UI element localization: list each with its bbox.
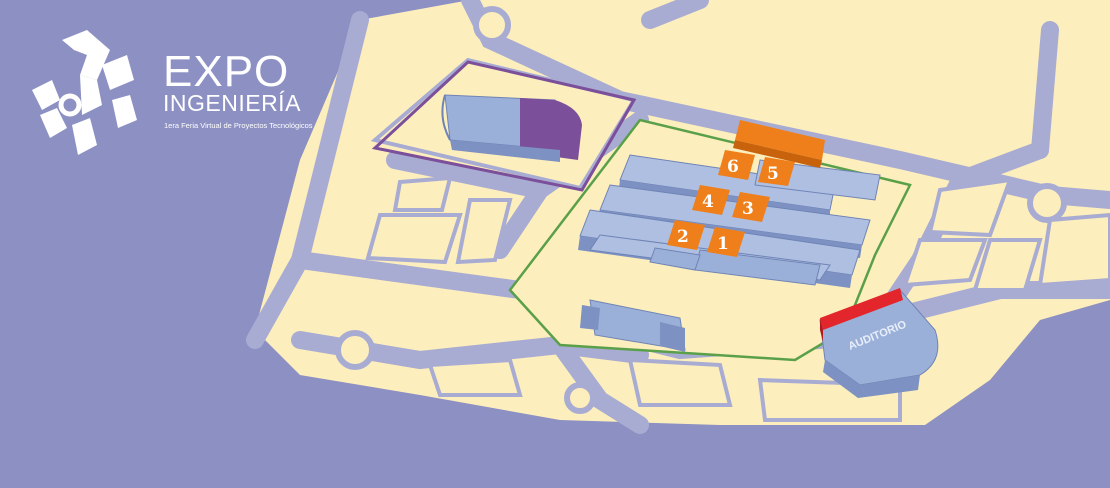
hall-1[interactable] [707, 227, 745, 257]
hall-4[interactable] [692, 185, 730, 215]
hall-2-label: 2 [677, 227, 689, 247]
hall-3[interactable] [732, 192, 770, 222]
hall-5-label: 5 [767, 164, 779, 184]
roundabout-west [335, 330, 375, 370]
roundabout-north [473, 6, 511, 44]
hall-4-label: 4 [702, 192, 714, 212]
logo-subtitle: INGENIERÍA [163, 90, 301, 116]
central-hall-block [667, 120, 825, 257]
auditorium-building[interactable] [819, 288, 939, 398]
purple-block-frame [371, 60, 637, 192]
roundabouts [335, 6, 1067, 414]
logo-tagline: 1era Feria Virtual de Proyectos Tecnológ… [164, 121, 313, 130]
hall-6-label: 6 [727, 157, 739, 177]
expo-ingenieria-emblem-icon [32, 30, 137, 155]
hall-1-label: 1 [717, 234, 729, 254]
auditorium-label: AUDITORIO [847, 318, 909, 352]
university-building [441, 94, 582, 162]
roundabout-east [1027, 183, 1067, 223]
roundabout-south [564, 382, 596, 414]
hall-2[interactable] [667, 220, 705, 250]
hall-3-label: 3 [742, 199, 754, 219]
expo-logo[interactable] [12, 20, 352, 170]
logo-title: EXPO [163, 47, 290, 96]
hall-6[interactable] [718, 150, 755, 180]
hall-5[interactable] [758, 157, 795, 186]
